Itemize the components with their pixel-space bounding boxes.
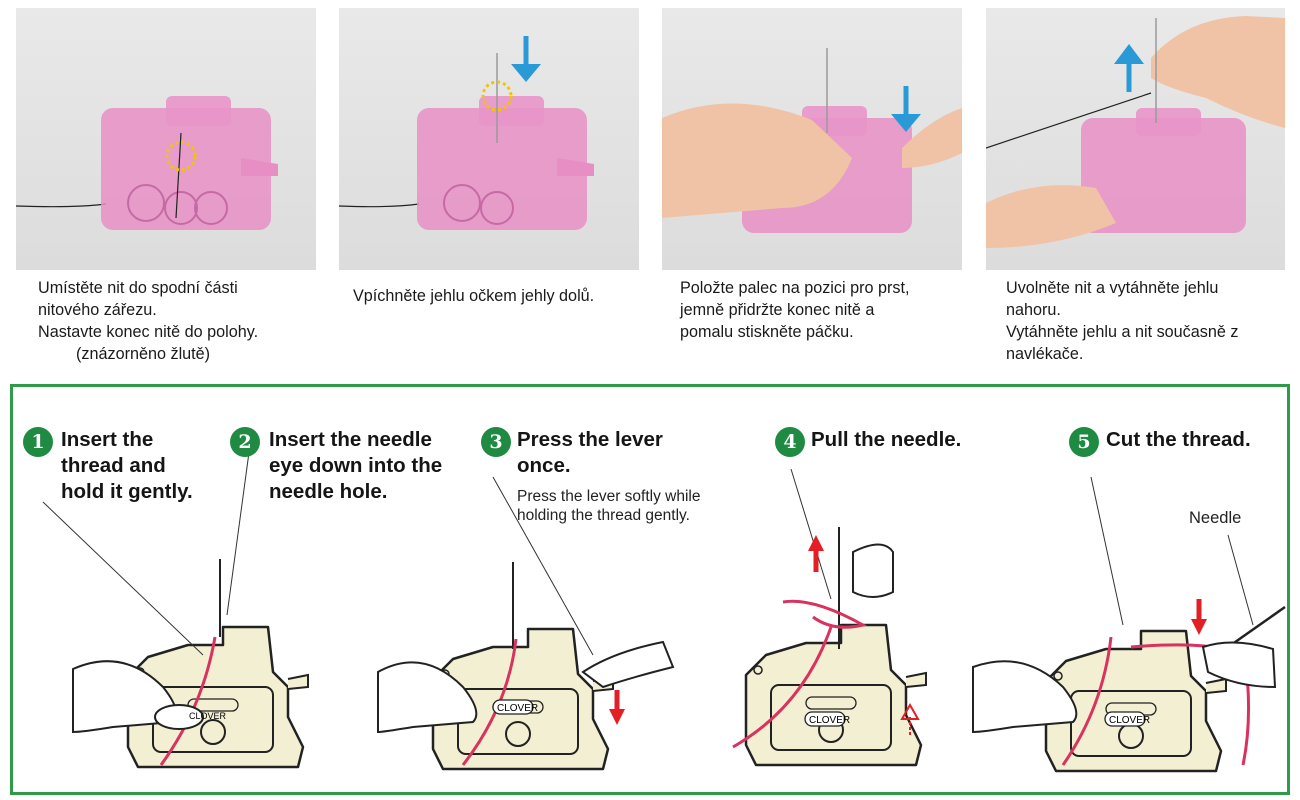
title-line: once. — [517, 454, 571, 477]
dashed-arrow-up-icon — [900, 702, 920, 735]
yellow-highlight-circle — [165, 140, 197, 172]
title-line: Insert the — [61, 428, 154, 451]
caption-line: Uvolněte nit a vytáhněte jehlu — [1006, 279, 1219, 297]
title-line: Cut the thread. — [1106, 428, 1251, 451]
step-number-badge: 1 — [23, 427, 53, 457]
arrow-down-icon — [1191, 599, 1207, 635]
caption-line: Umístěte nit do spodní části — [38, 279, 238, 297]
needle-label: Needle — [1189, 509, 1242, 527]
arrow-up-icon — [1114, 44, 1144, 92]
caption-line: pomalu stiskněte páčku. — [680, 323, 854, 341]
caption-photo-3: Položte palec na pozici pro prst, jemně … — [680, 277, 909, 343]
step-title-4: Pull the needle. — [811, 427, 961, 453]
brand-mark: CLOVER — [497, 703, 538, 714]
caption-line: Nastavte konec nitě do polohy. — [38, 323, 259, 341]
arrow-down-icon — [891, 86, 921, 132]
title-line: Pull the needle. — [811, 428, 962, 451]
step-title-2: Insert the needle eye down into the need… — [269, 427, 442, 505]
threader-photo-1 — [16, 96, 278, 230]
title-line: eye down into the — [269, 454, 443, 477]
caption-line: (znázorněno žlutě) — [76, 345, 211, 363]
arrow-down-icon — [511, 36, 541, 82]
caption-line: Vytáhněte jehlu a nit současně z — [1006, 323, 1239, 341]
caption-line: jemně přidržte konec nitě a — [680, 301, 875, 319]
caption-line: Vpíchněte jehlu očkem jehly dolů. — [353, 287, 595, 305]
instruction-panel: CLOVER CLOVER CLOVER — [10, 384, 1290, 795]
photo-step-2 — [339, 8, 639, 270]
title-line: needle hole. — [269, 480, 388, 503]
caption-photo-1: Umístěte nit do spodní části nitového zá… — [38, 277, 258, 365]
caption-photo-2: Vpíchněte jehlu očkem jehly dolů. — [353, 285, 594, 307]
threader-photo-2 — [339, 36, 594, 230]
brand-mark: CLOVER — [1109, 715, 1150, 726]
step-title-5: Cut the thread. — [1106, 427, 1251, 453]
step-number-badge: 5 — [1069, 427, 1099, 457]
step-number-badge: 3 — [481, 427, 511, 457]
steps-illustration: CLOVER CLOVER CLOVER — [42, 444, 1286, 773]
caption-photo-4: Uvolněte nit a vytáhněte jehlu nahoru. V… — [1006, 277, 1238, 365]
note-line: holding the thread gently. — [517, 507, 690, 524]
title-line: hold it gently. — [61, 480, 193, 503]
step-note-3: Press the lever softly while holding the… — [517, 487, 701, 525]
arrow-up-icon — [808, 535, 824, 572]
title-line: Press the lever — [517, 428, 663, 451]
photo-step-1 — [16, 8, 316, 270]
photo-step-3 — [662, 8, 962, 270]
step-number-badge: 2 — [230, 427, 260, 457]
brand-mark: CLOVER — [189, 711, 227, 721]
caption-line: nitového zářezu. — [38, 301, 157, 319]
step-number-badge: 4 — [775, 427, 805, 457]
brand-mark: CLOVER — [809, 715, 850, 726]
title-line: Insert the needle — [269, 428, 432, 451]
caption-line: navlékače. — [1006, 345, 1084, 363]
photo-step-4 — [986, 8, 1285, 270]
note-line: Press the lever softly while — [517, 488, 701, 505]
step-title-3: Press the lever once. — [517, 427, 663, 479]
caption-line: nahoru. — [1006, 301, 1061, 319]
arrow-down-icon — [609, 690, 625, 725]
caption-line: Položte palec na pozici pro prst, — [680, 279, 910, 297]
threader-photo-4 — [986, 16, 1285, 248]
title-line: thread and — [61, 454, 166, 477]
step-title-1: Insert the thread and hold it gently. — [61, 427, 193, 505]
threader-photo-3 — [662, 48, 962, 233]
